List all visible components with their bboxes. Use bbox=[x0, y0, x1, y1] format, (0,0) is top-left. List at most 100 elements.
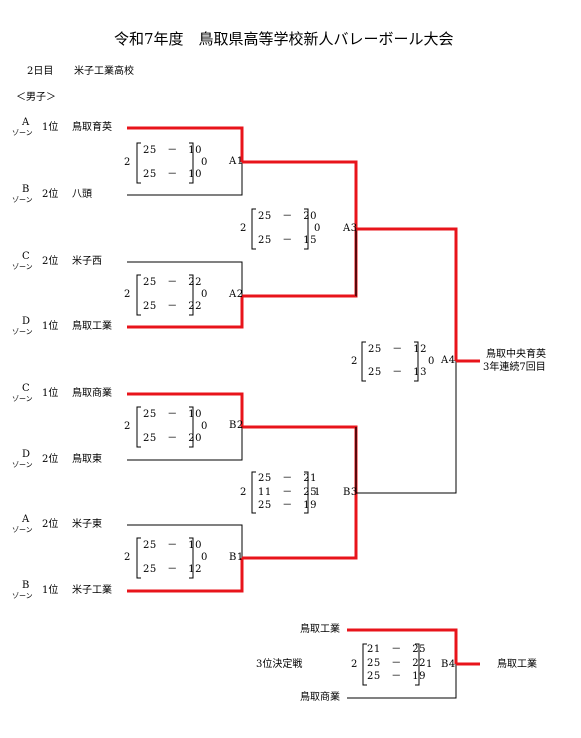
zone-word: ゾーン bbox=[12, 592, 33, 600]
zone-letter: A bbox=[22, 514, 30, 525]
set-score: 25 － 21 bbox=[258, 473, 317, 484]
sets-won-right: 0 bbox=[201, 552, 208, 563]
third-place-top-team: 鳥取工業 bbox=[300, 624, 340, 635]
zone-word: ゾーン bbox=[12, 526, 33, 534]
sets-won-right: 0 bbox=[428, 355, 435, 367]
zone-letter: D bbox=[22, 316, 31, 327]
zone-word: ゾーン bbox=[12, 395, 33, 403]
zone-rank: 2位 bbox=[42, 189, 59, 200]
score-bracket-right bbox=[415, 643, 420, 686]
match-id: A4 bbox=[441, 355, 456, 366]
set-score: 25 － 10 bbox=[143, 169, 202, 180]
score-bracket-left bbox=[251, 471, 256, 514]
sets-won-left: 2 bbox=[240, 486, 247, 498]
win-line bbox=[127, 392, 244, 427]
score-bracket-right bbox=[304, 208, 309, 250]
set-score: 25 － 12 bbox=[368, 344, 427, 355]
zone-word: ゾーン bbox=[12, 461, 33, 469]
zone-rank: 1位 bbox=[42, 122, 59, 133]
set-score: 25 － 22 bbox=[143, 301, 202, 312]
day-label: 2日目 bbox=[27, 66, 54, 77]
sets-won-right: 1 bbox=[426, 659, 433, 670]
match-id: B2 bbox=[229, 420, 244, 431]
bracket-line bbox=[127, 524, 243, 558]
set-score: 25 － 10 bbox=[143, 145, 202, 156]
win-line bbox=[242, 160, 358, 229]
zone-letter: C bbox=[22, 383, 30, 394]
score-bracket-right bbox=[414, 341, 419, 382]
bracket-line bbox=[127, 261, 243, 296]
win-line bbox=[347, 628, 458, 664]
zone-letter: B bbox=[22, 184, 30, 195]
match-id: B4 bbox=[441, 659, 456, 670]
team-name: 米子工業 bbox=[72, 585, 112, 596]
sets-won-right: 0 bbox=[201, 289, 208, 300]
zone-rank: 1位 bbox=[42, 321, 59, 332]
score-bracket-right bbox=[304, 471, 309, 514]
third-place-bottom-team: 鳥取商業 bbox=[300, 692, 340, 703]
score-bracket-right bbox=[189, 142, 194, 184]
zone-word: ゾーン bbox=[12, 263, 33, 271]
zone-rank: 2位 bbox=[42, 519, 59, 530]
team-name: 鳥取東 bbox=[72, 454, 102, 465]
match-id: A1 bbox=[229, 156, 244, 167]
bracket-line bbox=[356, 361, 457, 494]
sets-won-right: 0 bbox=[314, 223, 321, 234]
champion-name: 鳥取中央育英 bbox=[486, 349, 546, 360]
match-id: B1 bbox=[229, 552, 244, 563]
win-line bbox=[242, 493, 358, 560]
sets-won-left: 2 bbox=[351, 659, 358, 670]
zone-rank: 1位 bbox=[42, 388, 59, 399]
team-name: 鳥取工業 bbox=[72, 321, 112, 332]
set-score: 25 － 22 bbox=[367, 657, 426, 669]
bracket-line bbox=[347, 664, 457, 699]
score-bracket-left bbox=[361, 341, 366, 382]
match-id: B3 bbox=[343, 487, 358, 498]
sets-won-left: 2 bbox=[124, 552, 131, 563]
match-id: A2 bbox=[229, 289, 244, 300]
zone-rank: 1位 bbox=[42, 585, 59, 596]
sets-won-right: 1 bbox=[314, 486, 321, 498]
score-bracket-left bbox=[136, 537, 141, 579]
score-bracket-left bbox=[136, 406, 141, 448]
zone-letter: C bbox=[22, 251, 30, 262]
division-label: ＜男子＞ bbox=[16, 92, 56, 103]
zone-word: ゾーン bbox=[12, 196, 33, 204]
set-score: 25 － 20 bbox=[258, 211, 317, 222]
zone-letter: B bbox=[22, 580, 30, 591]
set-score: 25 － 13 bbox=[368, 367, 427, 378]
match-id: A3 bbox=[343, 223, 358, 234]
third-place-winner: 鳥取工業 bbox=[497, 659, 537, 670]
sets-won-left: 2 bbox=[124, 157, 131, 168]
set-score: 21 － 25 bbox=[367, 644, 426, 655]
bracket-line bbox=[127, 427, 243, 461]
set-score: 25 － 19 bbox=[367, 671, 426, 682]
sets-won-left: 2 bbox=[351, 355, 358, 367]
zone-rank: 2位 bbox=[42, 454, 59, 465]
sets-won-left: 2 bbox=[124, 421, 131, 432]
score-bracket-left bbox=[136, 142, 141, 184]
set-score: 25 － 12 bbox=[143, 564, 202, 575]
score-bracket-left bbox=[136, 274, 141, 316]
set-score: 25 － 20 bbox=[143, 433, 202, 444]
win-line bbox=[127, 296, 244, 329]
score-bracket-left bbox=[251, 208, 256, 250]
sets-won-left: 2 bbox=[240, 223, 247, 234]
sets-won-right: 0 bbox=[201, 421, 208, 432]
zone-letter: D bbox=[22, 449, 31, 460]
sets-won-left: 2 bbox=[124, 289, 131, 300]
score-bracket-right bbox=[189, 406, 194, 448]
set-score: 25 － 15 bbox=[258, 235, 317, 246]
zone-word: ゾーン bbox=[12, 129, 33, 137]
bracket-line bbox=[127, 162, 243, 196]
set-score: 11 － 25 bbox=[258, 486, 317, 498]
team-name: 八頭 bbox=[72, 189, 92, 200]
zone-letter: A bbox=[22, 117, 30, 128]
team-name: 米子東 bbox=[72, 519, 102, 530]
page-title: 令和7年度 鳥取県高等学校新人バレーボール大会 bbox=[114, 30, 454, 48]
win-line bbox=[356, 227, 458, 361]
team-name: 鳥取育英 bbox=[72, 122, 112, 133]
score-bracket-right bbox=[189, 274, 194, 316]
zone-word: ゾーン bbox=[12, 328, 33, 336]
score-bracket-right bbox=[189, 537, 194, 579]
